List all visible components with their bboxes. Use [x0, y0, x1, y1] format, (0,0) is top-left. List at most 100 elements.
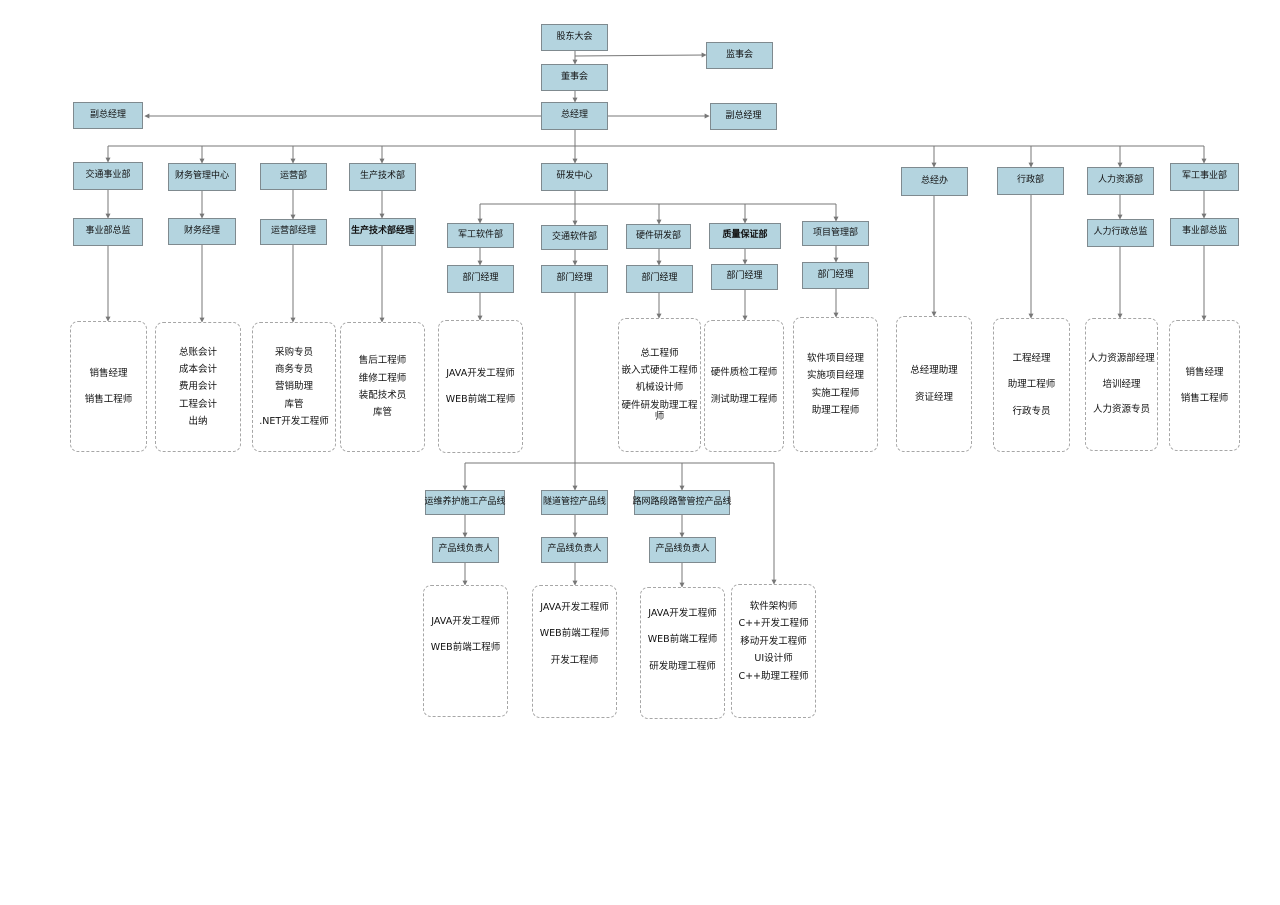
node-pm-manager: 部门经理	[802, 262, 869, 289]
staff-item: 销售工程师	[1180, 393, 1229, 404]
group-hardware-staff: 总工程师 嵌入式硬件工程师 机械设计师 硬件研发助理工程师	[618, 318, 701, 452]
staff-item: JAVA开发工程师	[540, 602, 609, 613]
staff-item: WEB前端工程师	[647, 634, 718, 646]
group-traffic-staff: 销售经理 销售工程师	[70, 321, 147, 452]
node-general-manager: 总经理	[541, 102, 608, 130]
staff-item: 售后工程师	[358, 355, 407, 367]
node-board-of-directors: 董事会	[541, 64, 608, 91]
node-road-lead: 产品线负责人	[649, 537, 716, 563]
staff-item: C++开发工程师	[738, 618, 809, 630]
node-military-division: 军工事业部	[1170, 163, 1239, 191]
node-vice-gm-left: 副总经理	[73, 102, 143, 129]
staff-item: C++助理工程师	[738, 670, 809, 682]
staff-item: 行政专员	[1012, 405, 1051, 417]
staff-item: 人力资源部经理	[1088, 353, 1155, 365]
group-hr-staff: 人力资源部经理 培训经理 人力资源专员	[1085, 318, 1158, 451]
staff-item: 库管	[372, 407, 392, 419]
node-vice-gm-right: 副总经理	[710, 103, 777, 130]
group-maintenance-staff: JAVA开发工程师 WEB前端工程师	[423, 585, 508, 717]
staff-item: 商务专员	[274, 363, 313, 375]
group-gm-office-staff: 总经理助理 资证经理	[896, 316, 972, 452]
group-military-software-staff: JAVA开发工程师 WEB前端工程师	[438, 320, 523, 453]
staff-item: 工程经理	[1012, 352, 1051, 364]
staff-item: JAVA开发工程师	[648, 608, 717, 619]
node-gm-office: 总经办	[901, 167, 968, 196]
staff-item: 库管	[284, 398, 304, 410]
staff-item: 研发助理工程师	[649, 660, 716, 672]
node-military-software-manager: 部门经理	[447, 265, 514, 293]
node-hardware-manager: 部门经理	[626, 265, 693, 293]
group-finance-staff: 总账会计 成本会计 费用会计 工程会计 出纳	[155, 322, 241, 452]
staff-item: 维修工程师	[358, 372, 407, 384]
staff-item: 开发工程师	[550, 654, 599, 666]
staff-item: WEB前端工程师	[430, 642, 501, 654]
group-pm-staff: 软件项目经理 实施项目经理 实施工程师 助理工程师	[793, 317, 878, 452]
staff-item: 软件项目经理	[806, 352, 864, 364]
node-hr-director: 人力行政总监	[1087, 219, 1154, 247]
staff-item: 培训经理	[1102, 378, 1141, 390]
staff-item: 装配技术员	[358, 390, 407, 401]
node-military-director: 事业部总监	[1170, 218, 1239, 246]
staff-item: 总工程师	[640, 347, 679, 359]
staff-item: 助理工程师	[811, 404, 860, 416]
node-military-software: 军工软件部	[447, 223, 514, 248]
node-project-management: 项目管理部	[802, 221, 869, 246]
group-architecture-staff: 软件架构师 C++开发工程师 移动开发工程师 UI设计师 C++助理工程师	[731, 584, 816, 718]
staff-item: 人力资源专员	[1092, 404, 1150, 416]
staff-item: 实施工程师	[811, 387, 860, 399]
staff-item: 实施项目经理	[806, 370, 864, 382]
node-qa-manager: 部门经理	[711, 264, 778, 290]
node-maintenance-lead: 产品线负责人	[432, 537, 499, 563]
node-admin: 行政部	[997, 167, 1064, 195]
node-traffic-software-manager: 部门经理	[541, 265, 608, 293]
staff-item: 机械设计师	[635, 382, 684, 394]
staff-item: JAVA开发工程师	[446, 367, 515, 379]
staff-item: 测试助理工程师	[710, 393, 778, 405]
staff-item: 总账会计	[178, 346, 217, 358]
staff-item: WEB前端工程师	[445, 394, 516, 405]
node-traffic-software: 交通软件部	[541, 225, 608, 250]
group-production-staff: 售后工程师 维修工程师 装配技术员 库管	[340, 322, 425, 452]
staff-item: 硬件研发助理工程师	[621, 399, 698, 423]
staff-item: 嵌入式硬件工程师	[621, 364, 698, 376]
node-finance-manager: 财务经理	[168, 218, 236, 245]
node-product-line-road: 路网路段路警管控产品线	[633, 490, 732, 515]
staff-item: 资证经理	[914, 391, 953, 403]
node-traffic-director: 事业部总监	[73, 218, 143, 246]
node-tunnel-lead: 产品线负责人	[541, 537, 608, 563]
staff-item: 工程会计	[178, 398, 217, 410]
staff-item: WEB前端工程师	[539, 628, 610, 640]
staff-item: 软件架构师	[749, 601, 798, 612]
node-operations: 运营部	[260, 163, 327, 190]
node-shareholders: 股东大会	[541, 24, 608, 51]
staff-item: 销售经理	[1185, 366, 1224, 378]
staff-item: 总经理助理	[910, 365, 958, 377]
staff-item: 移动开发工程师	[740, 635, 807, 647]
node-rd-center: 研发中心	[541, 163, 608, 191]
staff-item: JAVA开发工程师	[431, 616, 500, 627]
group-admin-staff: 工程经理 助理工程师 行政专员	[993, 318, 1070, 452]
group-military-staff: 销售经理 销售工程师	[1169, 320, 1240, 451]
node-supervisory-board: 监事会	[706, 42, 773, 69]
node-ops-manager: 运营部经理	[260, 219, 327, 245]
staff-item: 营销助理	[274, 381, 313, 393]
staff-item: 销售工程师	[84, 394, 133, 405]
staff-item: 硬件质检工程师	[710, 367, 778, 379]
staff-item: 助理工程师	[1007, 379, 1056, 391]
staff-item: 费用会计	[178, 381, 217, 393]
node-prod-manager: 生产技术部经理	[349, 218, 416, 246]
node-finance-center: 财务管理中心	[168, 163, 236, 191]
staff-item: UI设计师	[754, 653, 793, 665]
node-quality-assurance: 质量保证部	[709, 223, 781, 249]
group-ops-staff: 采购专员 商务专员 营销助理 库管 .NET开发工程师	[252, 322, 336, 452]
node-production-tech: 生产技术部	[349, 163, 416, 191]
staff-item: 销售经理	[89, 367, 128, 379]
staff-item: 采购专员	[274, 346, 313, 358]
node-hr: 人力资源部	[1087, 167, 1154, 195]
node-traffic-division: 交通事业部	[73, 162, 143, 190]
staff-item: 出纳	[188, 416, 208, 428]
node-product-line-tunnel: 隧道管控产品线	[541, 490, 608, 515]
group-tunnel-staff: JAVA开发工程师 WEB前端工程师 开发工程师	[532, 585, 617, 718]
group-qa-staff: 硬件质检工程师 测试助理工程师	[704, 320, 784, 452]
